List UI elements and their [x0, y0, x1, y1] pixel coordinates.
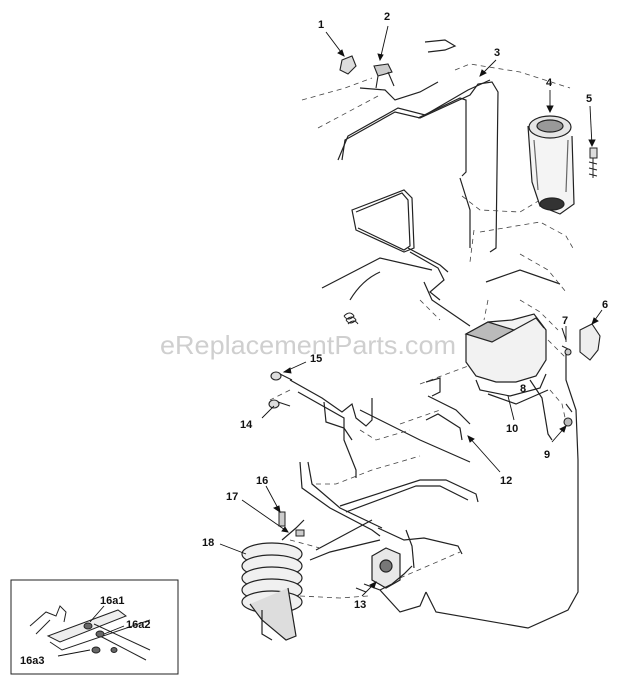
- callout-1: 1: [318, 19, 324, 31]
- callouts: 1 2 3 4 5 6 7 8 9 10 12 13 14 15 16 17 1…: [202, 11, 608, 611]
- inset-detail: 16a1 16a2 16a3: [10, 579, 179, 675]
- solenoid-valve: [355, 547, 413, 593]
- callout-14: 14: [240, 419, 253, 431]
- callout-5: 5: [586, 93, 592, 105]
- callout-4: 4: [546, 77, 553, 89]
- callout-18: 18: [202, 537, 214, 549]
- callout-2: 2: [384, 11, 390, 23]
- tubing: [289, 39, 579, 629]
- compressor: [464, 313, 549, 405]
- relay-cover: [561, 323, 601, 427]
- callout-12: 12: [500, 475, 512, 487]
- accumulator: [527, 115, 575, 215]
- callout-17: 17: [226, 491, 238, 503]
- callout-15: 15: [310, 353, 322, 365]
- callout-16: 16: [256, 475, 268, 487]
- callout-16a3: 16a3: [20, 655, 44, 667]
- callout-7: 7: [562, 315, 568, 327]
- callout-6: 6: [602, 299, 608, 311]
- callout-arrows: [219, 25, 603, 597]
- callout-3: 3: [494, 47, 500, 59]
- watermark: eReplacementParts.com: [160, 330, 456, 360]
- valve-assembly: [339, 55, 395, 89]
- callout-13: 13: [354, 599, 366, 611]
- fittings: [268, 371, 293, 409]
- callout-8: 8: [520, 383, 526, 395]
- callout-9: 9: [544, 449, 550, 461]
- capillary-coil: [343, 312, 359, 325]
- leader-lines: [269, 63, 575, 599]
- callout-16a1: 16a1: [100, 595, 124, 607]
- callout-10: 10: [506, 423, 518, 435]
- drier-fittings: [278, 511, 305, 537]
- callout-16a2: 16a2: [126, 619, 150, 631]
- condenser-coil: [241, 519, 305, 641]
- screw: [588, 147, 598, 178]
